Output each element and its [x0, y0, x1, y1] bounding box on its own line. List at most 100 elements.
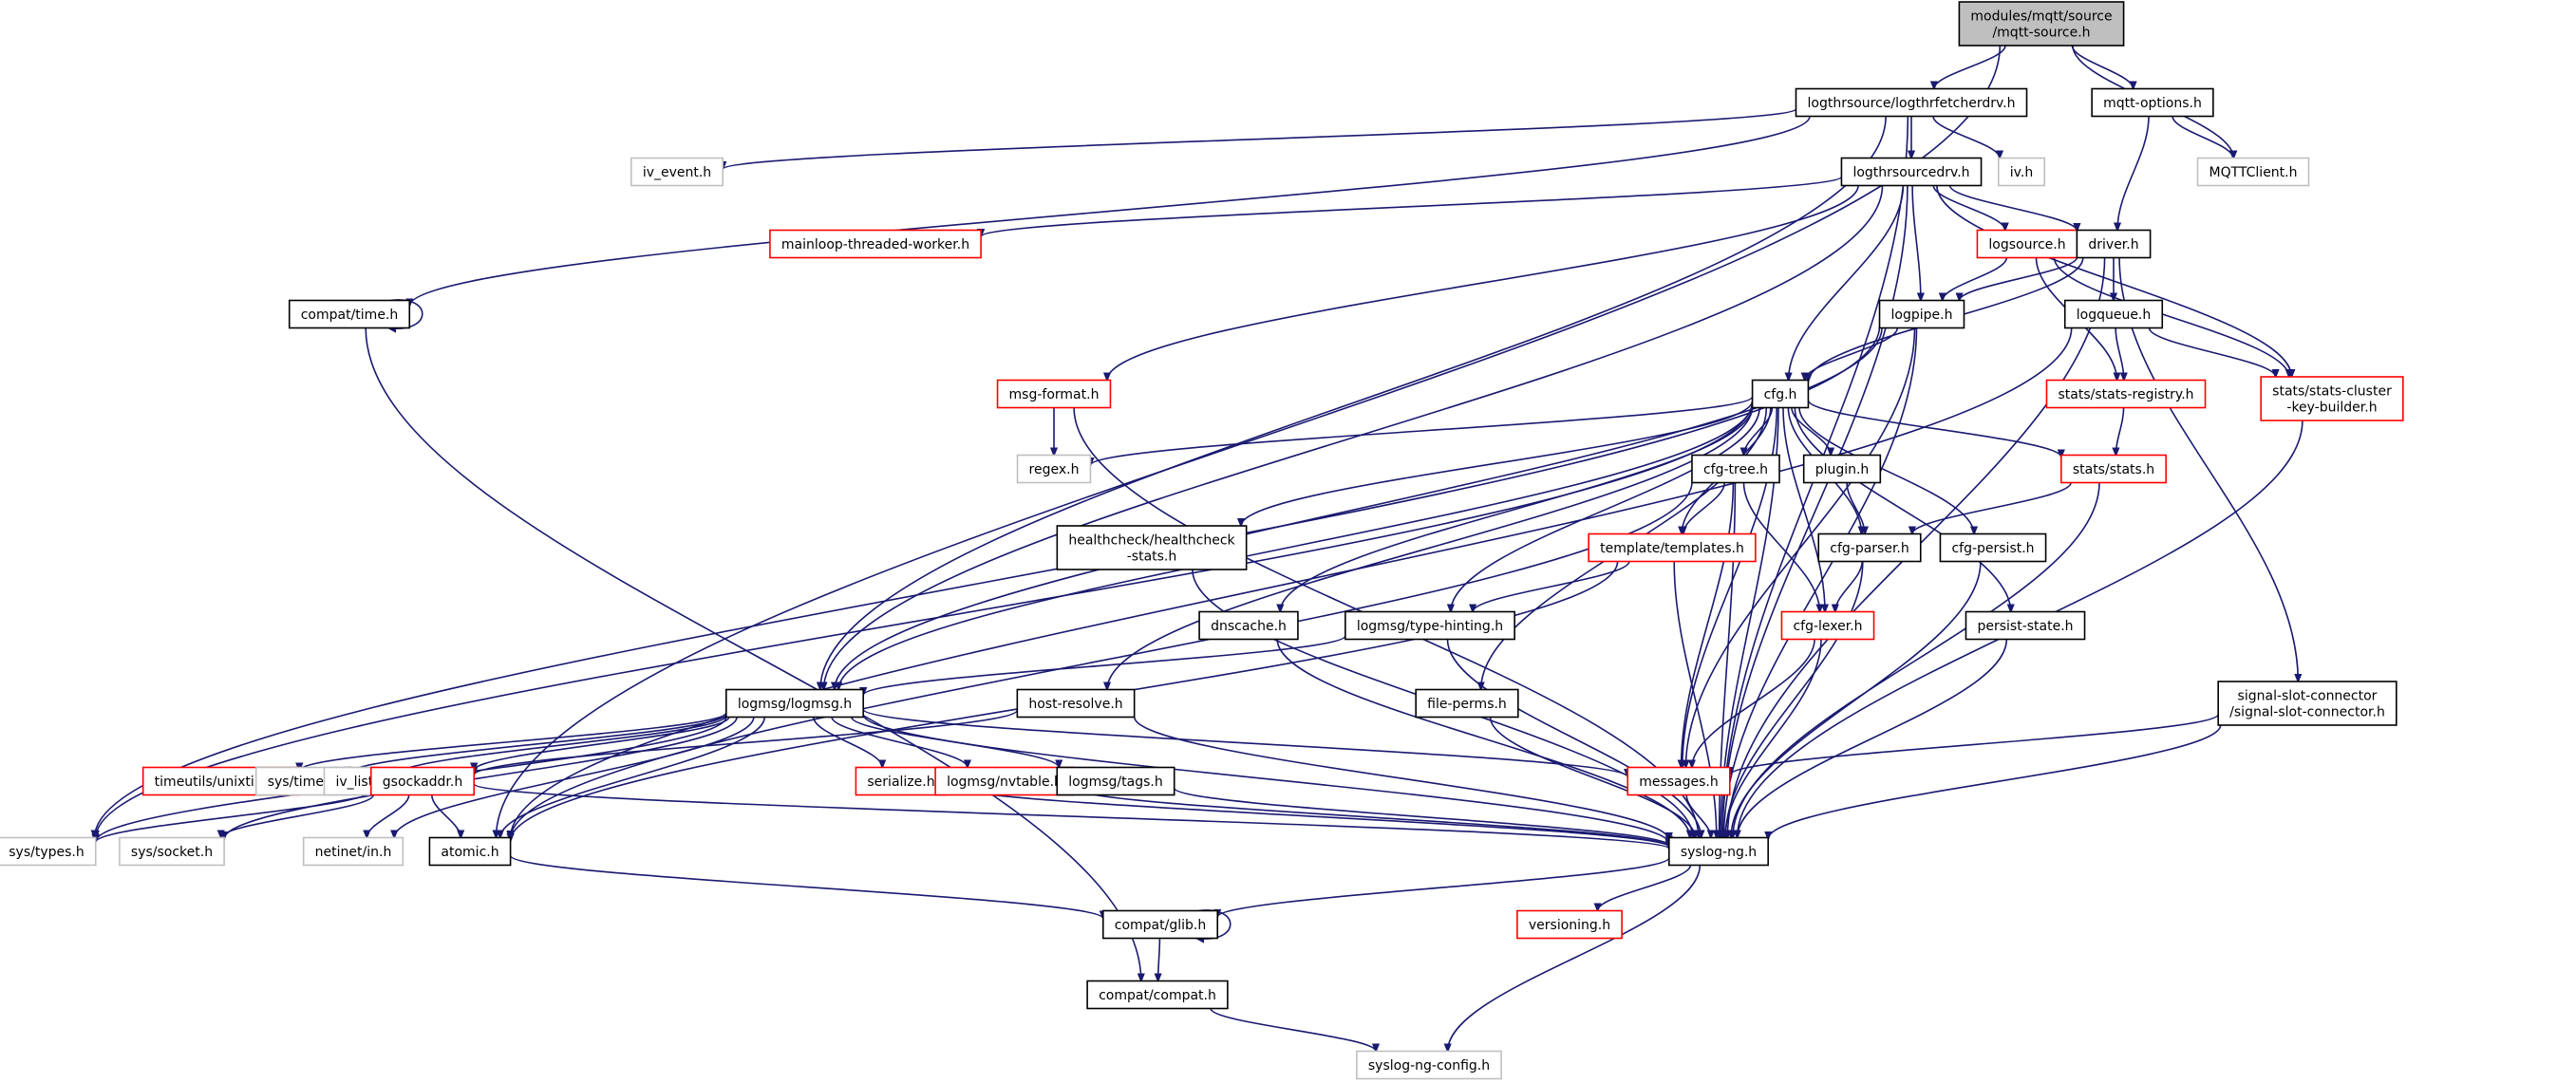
node-cfgtree[interactable]: cfg-tree.h [1691, 454, 1780, 484]
edge-compatcompat-to-syslogngconfig [1210, 1008, 1376, 1052]
node-fileperms[interactable]: file-perms.h [1415, 688, 1519, 719]
node-label: persist-state.h [1977, 619, 2073, 634]
node-box [2063, 299, 2164, 329]
node-box [1751, 379, 1810, 409]
node-hostresolve[interactable]: host-resolve.h [1016, 688, 1136, 719]
node-mqttclient[interactable]: MQTTClient.h [2196, 157, 2310, 187]
node-label: serialize.h [867, 775, 934, 790]
node-nvtable[interactable]: logmsg/nvtable.h [934, 766, 1075, 796]
node-gsockaddr[interactable]: gsockaddr.h [369, 766, 476, 796]
node-label: cfg.h [1764, 387, 1797, 402]
node-label: plugin.h [1815, 462, 1870, 477]
node-compatglib[interactable]: compat/glib.h [1101, 909, 1219, 940]
node-compatcompat[interactable]: compat/compat.h [1086, 980, 1229, 1010]
node-label: logmsg/logmsg.h [738, 697, 852, 712]
node-atomic[interactable]: atomic.h [428, 836, 512, 867]
node-tags[interactable]: logmsg/tags.h [1056, 766, 1175, 796]
node-logpipe[interactable]: logpipe.h [1878, 299, 1965, 329]
node-messages[interactable]: messages.h [1626, 766, 1731, 796]
node-dnscache[interactable]: dnscache.h [1198, 610, 1299, 641]
edge-cfg-to-healthcheck [1241, 401, 1754, 526]
edge-typehinting-to-syslogng [1446, 639, 1702, 838]
edge-logpipe-to-cfg [1805, 327, 1899, 381]
node-cfglexer[interactable]: cfg-lexer.h [1780, 610, 1875, 641]
edge-cfg-to-persiststate [1794, 407, 2010, 612]
node-netinet[interactable]: netinet/in.h [302, 836, 404, 867]
node-label: netinet/in.h [315, 845, 392, 860]
edge-logsource-to-logpipe [1943, 257, 2008, 301]
node-label: atomic.h [441, 845, 498, 860]
node-cfgparser[interactable]: cfg-parser.h [1817, 532, 1922, 563]
node-stats[interactable]: stats/stats.h [2060, 454, 2167, 484]
node-healthcheck[interactable]: healthcheck/healthcheck-stats.h [1056, 525, 1248, 570]
node-versioning[interactable]: versioning.h [1516, 909, 1623, 940]
edge-logmsg-to-nvtable [831, 717, 968, 768]
node-label: logmsg/type-hinting.h [1357, 619, 1503, 634]
node-label: signal-slot-connector [2238, 689, 2378, 704]
node-label: messages.h [1639, 775, 1719, 790]
node-box [934, 766, 1075, 796]
node-box [1415, 688, 1519, 719]
node-logqueue[interactable]: logqueue.h [2063, 299, 2164, 329]
node-systypes[interactable]: sys/types.h [0, 836, 97, 867]
node-logsource[interactable]: logsource.h [1976, 229, 2078, 259]
node-box [2060, 454, 2167, 484]
edge-cfgpersist-to-syslogng [1731, 561, 1982, 838]
node-label: logmsg/tags.h [1068, 775, 1162, 790]
node-cfg[interactable]: cfg.h [1751, 379, 1810, 409]
node-box [1668, 836, 1769, 867]
node-driver[interactable]: driver.h [2076, 229, 2152, 259]
edge-logmsg-to-serialize [813, 717, 882, 768]
node-compattime[interactable]: compat/time.h [288, 299, 411, 329]
node-statsregistry[interactable]: stats/stats-registry.h [2045, 379, 2207, 409]
node-regex[interactable]: regex.h [1016, 454, 1092, 484]
node-msgformat[interactable]: msg-format.h [996, 379, 1112, 409]
node-cfgpersist[interactable]: cfg-persist.h [1939, 532, 2047, 563]
node-persiststate[interactable]: persist-state.h [1965, 610, 2086, 641]
node-signalslot[interactable]: signal-slot-connector/signal-slot-connec… [2217, 681, 2397, 726]
node-label: timeutils/unixtime.h [155, 775, 289, 790]
edges-layer [95, 45, 2303, 1052]
node-box [725, 688, 864, 719]
edge-persiststate-to-syslogng [1738, 639, 2008, 838]
node-logmsg[interactable]: logmsg/logmsg.h [725, 688, 864, 719]
node-mainloop[interactable]: mainloop-threaded-worker.h [769, 229, 982, 259]
node-statsckb[interactable]: stats/stats-cluster-key-builder.h [2260, 376, 2404, 421]
edge-logmsg-to-messages [862, 708, 1627, 776]
node-box [2076, 229, 2152, 259]
node-box [769, 229, 982, 259]
node-label: healthcheck/healthcheck [1068, 533, 1235, 549]
node-syslogngconfig[interactable]: syslog-ng-config.h [1356, 1050, 1502, 1080]
node-label: sys/socket.h [131, 845, 213, 860]
node-templates[interactable]: template/templates.h [1588, 532, 1757, 563]
edge-fileperms-to-syslogng [1489, 717, 1696, 838]
edge-cfg-to-stats [1807, 400, 2060, 457]
node-serialize[interactable]: serialize.h [855, 766, 948, 796]
node-box [996, 379, 1112, 409]
node-typehinting[interactable]: logmsg/type-hinting.h [1344, 610, 1515, 641]
edge-nvtable-to-syslogng [1073, 787, 1669, 847]
edge-logpipe-to-systypes [95, 326, 1881, 838]
node-ivevent[interactable]: iv_event.h [630, 157, 724, 187]
edge-logthrfetcherdrv-to-ivevent [723, 108, 1797, 170]
node-label: MQTTClient.h [2209, 165, 2298, 180]
node-label: cfg-parser.h [1830, 541, 1909, 556]
node-iv[interactable]: iv.h [1997, 157, 2046, 187]
node-root[interactable]: modules/mqtt/source/mqtt-source.h [1958, 1, 2125, 47]
node-box [1056, 525, 1248, 570]
node-logthrfetcherdrv[interactable]: logthrsource/logthrfetcherdrv.h [1795, 87, 2028, 118]
node-syssocket[interactable]: sys/socket.h [119, 836, 225, 867]
node-logthrsourcedrv[interactable]: logthrsourcedrv.h [1840, 157, 1983, 187]
node-plugin[interactable]: plugin.h [1802, 454, 1882, 484]
edge-templates-to-typehinting [1473, 561, 1630, 612]
edge-cfg-to-cfgpersist [1798, 407, 1974, 534]
node-syslogng[interactable]: syslog-ng.h [1668, 836, 1769, 867]
edge-logmsg-to-unixtime [299, 712, 727, 771]
node-label: template/templates.h [1600, 541, 1744, 556]
edge-cfg-to-regex [1091, 396, 1754, 465]
node-label: stats/stats.h [2073, 462, 2154, 477]
node-mqttoptions[interactable]: mqtt-options.h [2091, 87, 2214, 118]
edge-signalslot-to-syslogng [1768, 724, 2222, 839]
node-label: driver.h [2088, 237, 2138, 252]
edge-cfgparser-to-syslogng [1725, 561, 1864, 838]
